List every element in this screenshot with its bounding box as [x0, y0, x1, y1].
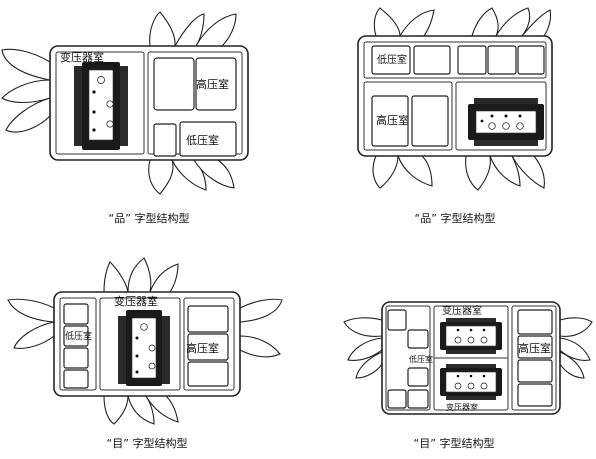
- low-voltage-room-label: 低压室: [409, 354, 433, 364]
- petal-shape: [397, 155, 433, 187]
- transformer-room-label: 变压器室: [442, 304, 482, 317]
- high-voltage-room-label: 高压室: [186, 341, 219, 355]
- diagram-caption: “品” 字型结构型: [109, 211, 190, 225]
- petal-shape: [1, 79, 51, 104]
- room-boundary: [511, 305, 557, 411]
- room-boundary: [363, 41, 547, 79]
- petal-shape: [103, 261, 129, 293]
- petal-shape: [343, 317, 383, 337]
- switch-cabinet: [187, 333, 229, 361]
- petal-shape: [495, 7, 531, 37]
- switch-cabinet: [387, 309, 407, 331]
- switch-cabinet: [187, 305, 229, 333]
- petal-shape: [193, 159, 235, 189]
- petal-shape: [13, 321, 55, 349]
- high-voltage-room-label: 高压室: [376, 113, 409, 127]
- petal-shape: [5, 97, 51, 133]
- switch-cabinet: [387, 389, 407, 409]
- petal-shape: [148, 159, 174, 195]
- room-boundary: [99, 297, 181, 391]
- petal-shape: [149, 263, 179, 293]
- high-voltage-room-label: 高压室: [196, 77, 229, 91]
- switch-cabinet: [63, 303, 89, 325]
- petal-shape: [149, 11, 176, 47]
- diagram-caption: “目” 字型结构型: [414, 436, 495, 450]
- switch-cabinet: [63, 325, 89, 347]
- petal-shape: [239, 335, 281, 358]
- petal-shape: [7, 298, 55, 323]
- transformer-room-label: 变压器室: [114, 294, 158, 308]
- petal-shape: [195, 13, 237, 47]
- petal-shape: [465, 155, 491, 191]
- diagram-mu-layout-4: 低压室 变压器室 变压器室: [343, 301, 593, 450]
- petal-shape: [511, 155, 545, 189]
- petal-shape: [127, 257, 152, 293]
- switch-cabinet: [487, 45, 517, 75]
- petal-shape: [520, 9, 552, 37]
- petal-shape: [399, 9, 435, 37]
- switch-cabinet: [153, 123, 177, 157]
- switch-cabinet: [517, 45, 545, 75]
- petal-shape: [559, 351, 585, 379]
- diagram-pin-layout-2: 低压室 高压室 “品” 字型结构型: [357, 7, 553, 225]
- switch-cabinet: [371, 45, 411, 75]
- switch-cabinet: [195, 57, 237, 111]
- petal-shape: [372, 155, 399, 189]
- switch-cabinet: [517, 359, 553, 383]
- transformer: [74, 62, 128, 150]
- petal-shape: [559, 317, 593, 337]
- switch-cabinet: [457, 45, 487, 75]
- switch-cabinet: [371, 95, 409, 147]
- room-boundary: [385, 305, 431, 411]
- petal-shape: [1, 48, 51, 81]
- transformer-room-label: 变压器室: [60, 50, 104, 64]
- transformer: [118, 310, 170, 386]
- switch-cabinet: [517, 383, 553, 407]
- room-boundary: [183, 297, 235, 391]
- petal-shape: [347, 337, 383, 361]
- petal-shape: [239, 298, 283, 323]
- diagram-caption: “目” 字型结构型: [107, 436, 188, 450]
- high-voltage-room-label: 高压室: [518, 341, 551, 355]
- diagram-caption: “品” 字型结构型: [415, 211, 496, 225]
- room-boundary: [455, 81, 547, 151]
- low-voltage-room-label: 低压室: [377, 53, 407, 66]
- switch-cabinet: [179, 121, 237, 157]
- switch-cabinet: [63, 347, 89, 369]
- switch-cabinet: [407, 329, 429, 349]
- switch-cabinet: [411, 95, 449, 147]
- switch-cabinet: [63, 369, 89, 389]
- switch-cabinet: [407, 367, 429, 387]
- diagram-mu-layout-3: 低压室 变压器室 高压室 “目” 字型结构型: [7, 257, 283, 450]
- petal-shape: [103, 395, 129, 425]
- transformer: [468, 98, 544, 146]
- switch-cabinet: [517, 335, 553, 359]
- room-boundary: [59, 297, 97, 391]
- switch-cabinet: [407, 389, 429, 409]
- switch-cabinet: [413, 45, 451, 75]
- petal-shape: [373, 7, 401, 37]
- petal-shape: [489, 155, 521, 187]
- switch-cabinet: [187, 361, 229, 387]
- transformer-room-label-bottom: 变压器室: [446, 402, 478, 412]
- room-boundary: [55, 51, 145, 155]
- low-voltage-room-label: 低压室: [186, 133, 219, 147]
- room-boundary: [363, 81, 453, 151]
- diagram-pin-layout-1: 变压器室 高压室 低压室 “品” 字型结构型: [1, 11, 249, 225]
- petal-shape: [355, 351, 383, 379]
- transformer: [440, 318, 502, 354]
- low-voltage-room-label: 低压室: [65, 330, 92, 342]
- petal-shape: [471, 7, 499, 37]
- petal-shape: [145, 395, 179, 423]
- switch-cabinet: [153, 57, 195, 111]
- transformer: [440, 364, 502, 400]
- switch-cabinet: [517, 309, 553, 335]
